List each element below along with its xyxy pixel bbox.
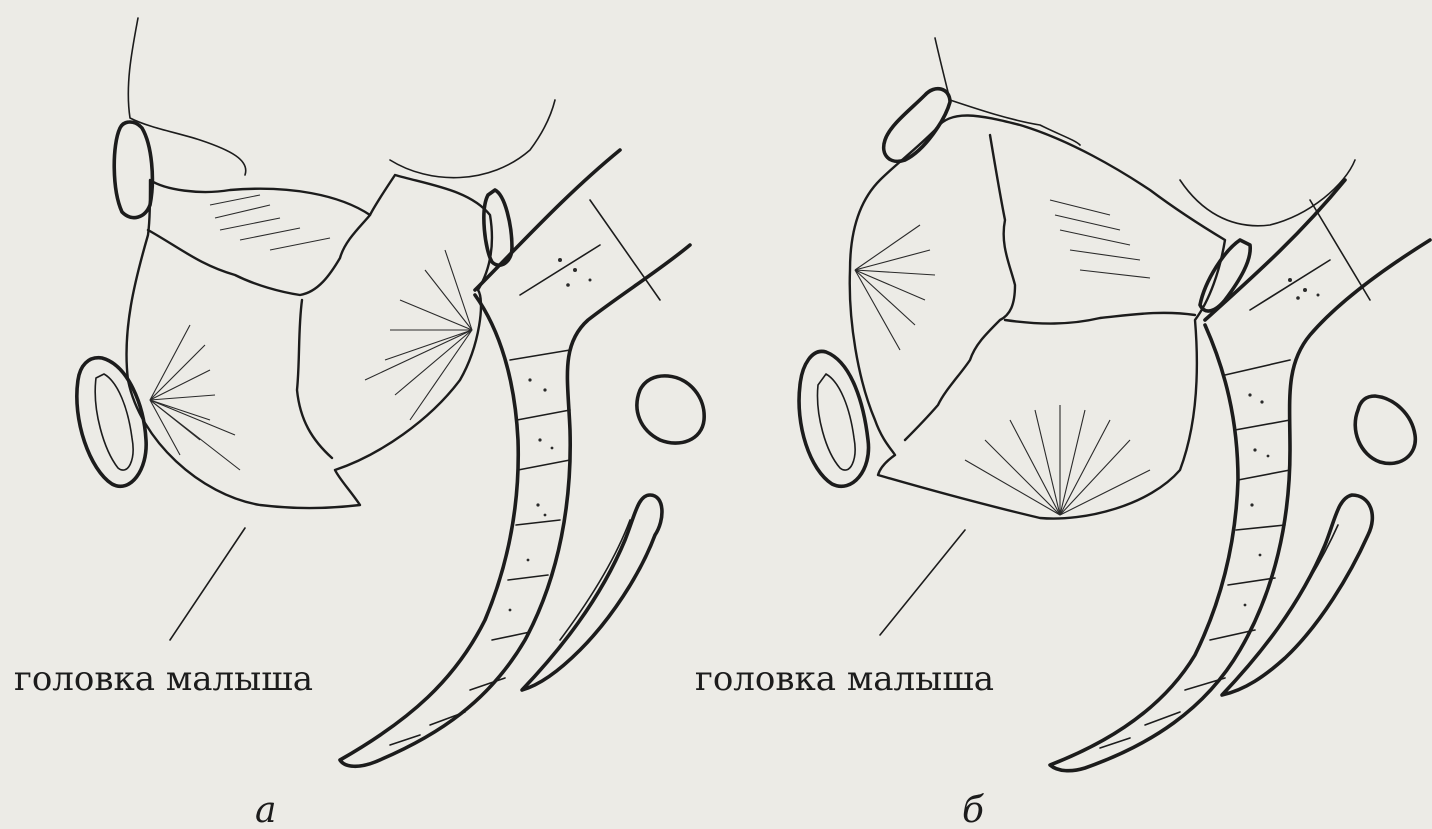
- label-head-a: головка малыша: [14, 659, 313, 699]
- hatch-top-b: [1050, 200, 1150, 278]
- vertebrae-a: [390, 200, 660, 745]
- symphysis-oval-b: [799, 351, 868, 486]
- panel-b: головка малыша б: [695, 38, 1430, 829]
- ischium-a: [637, 376, 704, 443]
- radiating-lines-b2: [965, 405, 1150, 515]
- ischium-b: [1355, 396, 1415, 463]
- hatch-top-a: [210, 195, 330, 250]
- sacrum-back-b: [1205, 180, 1345, 320]
- suture-b: [905, 135, 1015, 440]
- suture-b2: [1005, 313, 1195, 324]
- label-pointer-b: [880, 530, 965, 635]
- label-pointer-a: [170, 528, 245, 640]
- symphysis-inner-a: [95, 374, 133, 470]
- symphysis-oval-a: [77, 358, 146, 487]
- suture-a: [148, 215, 370, 295]
- soft-tissue-outline-b: [935, 38, 1080, 145]
- ischial-spine-b: [1222, 495, 1372, 695]
- soft-tissue-arc-a: [390, 100, 555, 178]
- ischial-spine-inner-a: [560, 520, 630, 640]
- sacrum-b: [1050, 240, 1430, 771]
- panel-letter-b: б: [962, 790, 985, 829]
- vertebra-dots-a: [509, 258, 592, 611]
- soft-tissue-outline-a: [128, 18, 245, 175]
- radiating-lines-b1: [855, 225, 935, 350]
- sagittal-suture-a: [297, 300, 332, 458]
- soft-tissue-arc-b: [1180, 160, 1355, 226]
- panel-letter-a: а: [255, 790, 276, 829]
- pubic-bone-a: [114, 122, 152, 218]
- vertebra-dots-b: [1244, 278, 1320, 606]
- vertebrae-b: [1100, 200, 1370, 748]
- radiating-lines-a2: [365, 250, 472, 420]
- label-head-b: головка малыша: [695, 659, 994, 699]
- symphysis-inner-b: [818, 374, 856, 470]
- sacrum-back-a: [475, 150, 620, 290]
- panel-a: головка малыша а: [14, 18, 704, 829]
- bone-fragment-a: [484, 190, 512, 265]
